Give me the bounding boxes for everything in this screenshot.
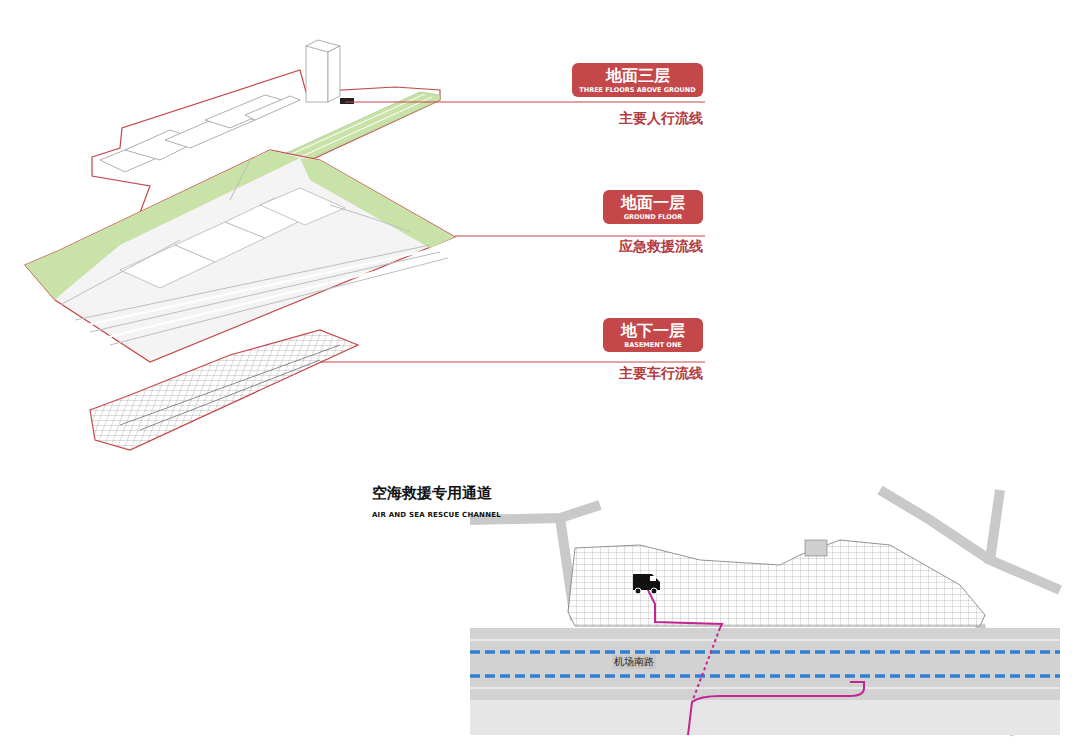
layer-title: 地面一层 — [609, 193, 697, 213]
site-plan — [470, 490, 1060, 735]
layer-title: 地面三层 — [578, 66, 697, 86]
road-name: 机场南路 — [612, 655, 656, 669]
flow-label: 应急救援流线 — [619, 238, 703, 256]
layer-badge: 地面三层THREE FLOORS ABOVE GROUND — [572, 63, 703, 97]
flow-label: 主要人行流线 — [619, 110, 703, 128]
layer-subtitle: THREE FLOORS ABOVE GROUND — [578, 86, 697, 94]
ground-layer — [25, 150, 455, 362]
panel-title: 空海救援专用通道 — [372, 484, 492, 503]
layer-badge: 地面一层GROUND FLOOR — [603, 190, 703, 224]
layer-subtitle: BASEMENT ONE — [609, 341, 697, 349]
layer-subtitle: GROUND FLOOR — [609, 213, 697, 221]
layer-badge: 地下一层BASEMENT ONE — [603, 318, 703, 352]
basement-layer — [90, 330, 358, 450]
ambulance-icon — [633, 574, 660, 594]
flow-label: 主要车行流线 — [619, 365, 703, 383]
panel-title-en: AIR AND SEA RESCUE CHANNEL — [372, 511, 501, 519]
leader-lines — [320, 102, 705, 362]
layer-title: 地下一层 — [609, 321, 697, 341]
